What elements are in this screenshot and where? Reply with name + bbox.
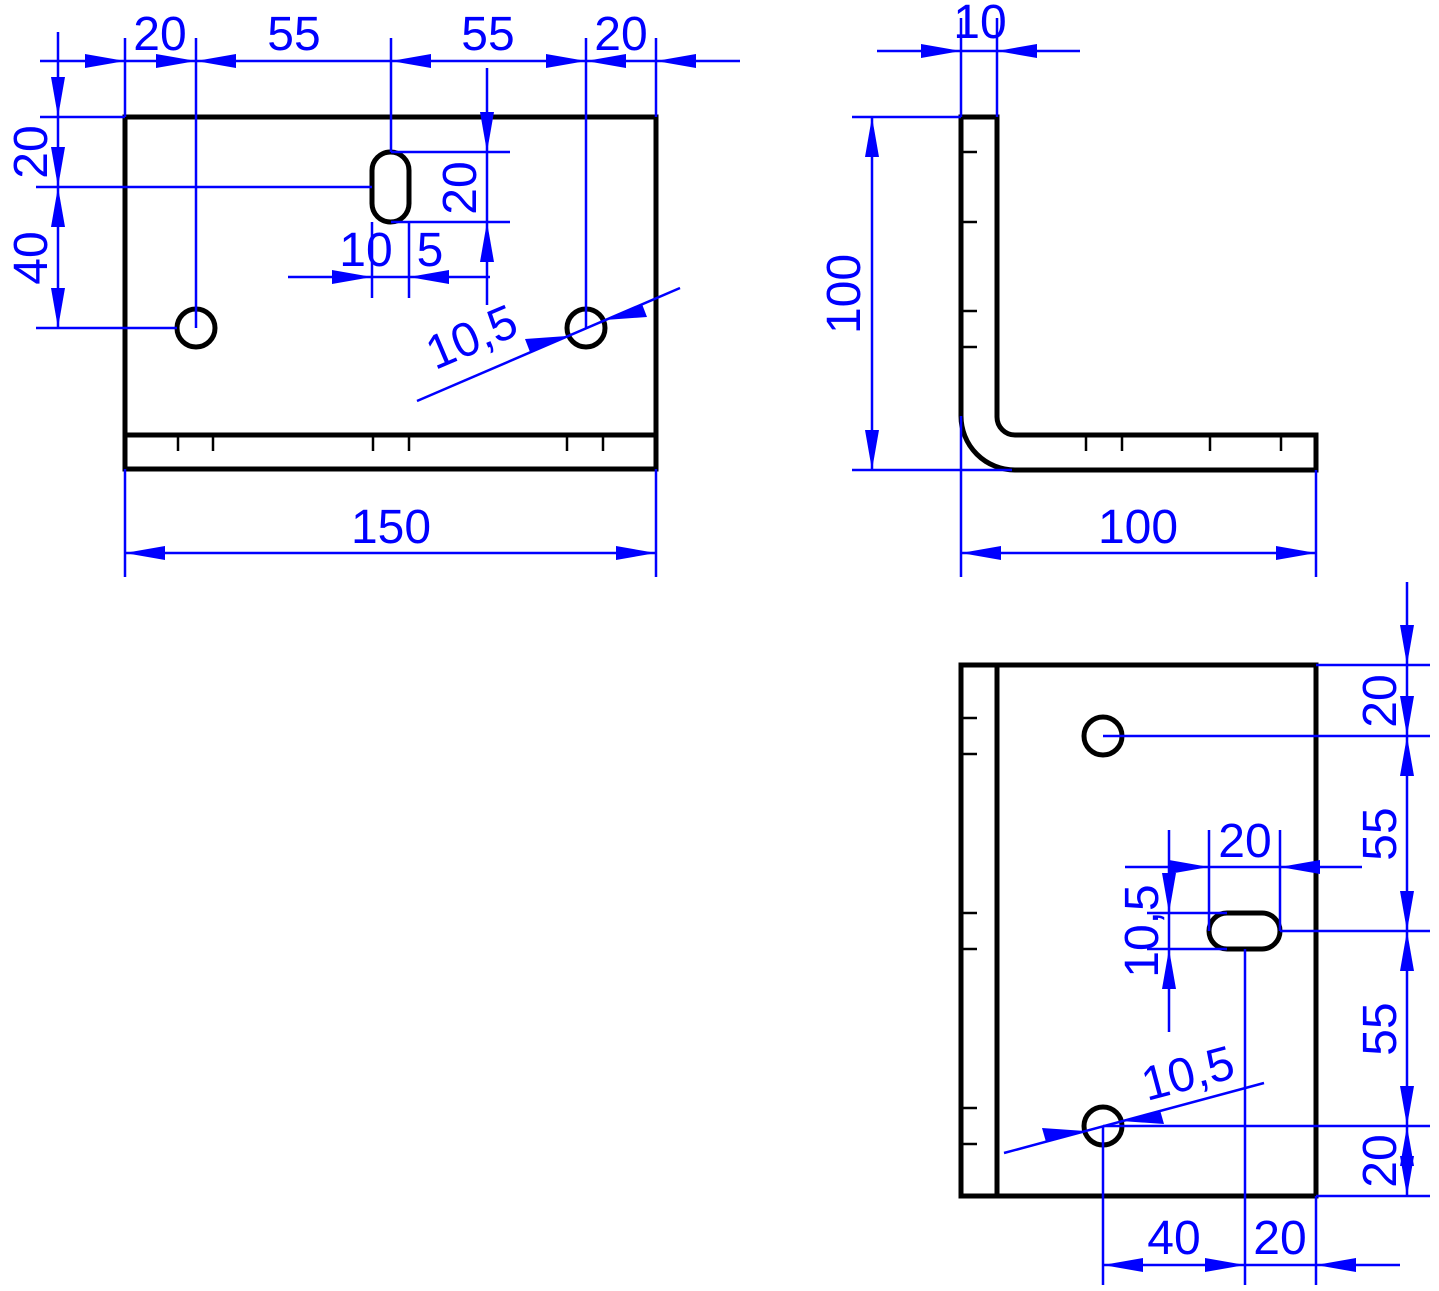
dim-top-slot-length: 20: [1218, 815, 1271, 868]
dim-top-hole-diameter: 10,5: [1136, 1036, 1240, 1111]
dim-front-slot-length: 20: [434, 161, 487, 214]
top-view-hidden-lines: [963, 716, 995, 1146]
dim-side-leg-length: 100: [1098, 501, 1178, 554]
dim-front-hole-diameter: 10,5: [419, 295, 526, 380]
dim-side-thickness: 10: [953, 0, 1006, 49]
dim-front-slot-to-holes: 40: [5, 231, 58, 284]
dim-top-slot-offset: 20: [1253, 1212, 1306, 1265]
side-view-hidden-lines: [963, 150, 1283, 468]
top-view-dimensions: 20 55 55 20 20 10,5 10,5: [1003, 582, 1430, 1285]
dim-top-slot-width: 10,5: [1116, 884, 1169, 977]
front-view-dimensions: 20 55 55 20 20 40 20: [5, 8, 740, 577]
front-view-hidden-lines: [176, 437, 605, 469]
front-slot: [369, 149, 412, 225]
front-view: 20 55 55 20 20 40 20: [5, 8, 740, 577]
dim-front-top-to-slot: 20: [5, 125, 58, 178]
dim-top-top-edge: 20: [1354, 674, 1407, 727]
dim-side-height: 100: [818, 254, 871, 334]
side-view: 10 100 100: [818, 0, 1319, 577]
dim-top-slot-to-hole: 55: [1354, 1002, 1407, 1055]
top-slot: [1206, 910, 1283, 952]
dim-top-hole-to-slot: 55: [1354, 807, 1407, 860]
dim-top-bottom-edge: 20: [1354, 1134, 1407, 1187]
dim-front-left-edge: 20: [133, 8, 186, 61]
dim-front-slot-width-a: 10: [339, 224, 392, 277]
dim-front-hole-to-slot: 55: [267, 8, 320, 61]
dim-front-overall-width: 150: [351, 501, 431, 554]
dim-front-slot-width-b: 5: [417, 224, 444, 277]
dim-front-right-edge: 20: [594, 8, 647, 61]
side-view-dimensions: 10 100 100: [818, 0, 1318, 577]
side-view-profile: [958, 114, 1319, 473]
dim-top-hole-offset: 40: [1147, 1212, 1200, 1265]
top-view: 20 55 55 20 20 10,5 10,5: [958, 582, 1430, 1285]
dim-front-slot-to-hole: 55: [461, 8, 514, 61]
